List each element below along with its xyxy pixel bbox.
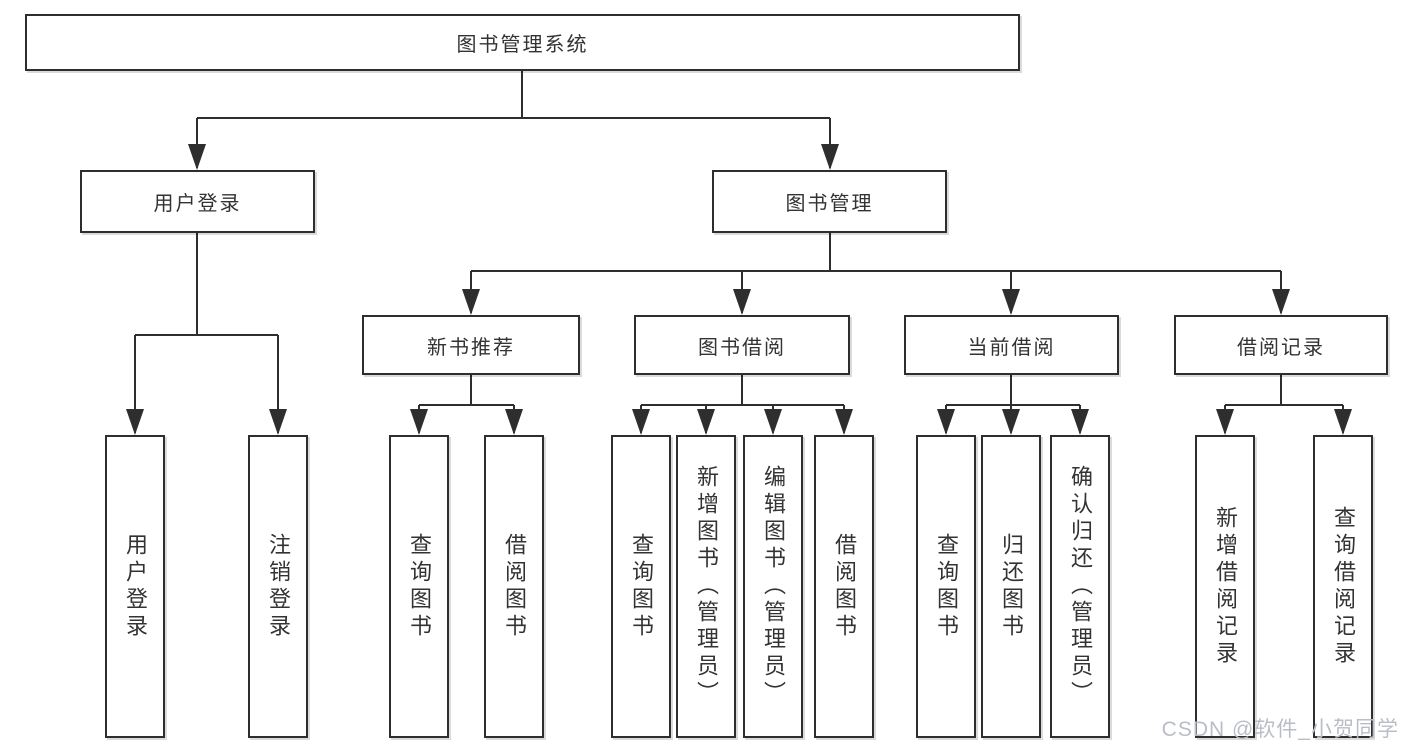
leaf-borrow-books-recommend: 借阅图书: [484, 435, 544, 738]
leaf-add-borrow-record: 新增借阅记录: [1195, 435, 1255, 738]
node-user-login: 用户登录: [80, 170, 315, 233]
leaf-query-books-borrow: 查询图书: [611, 435, 671, 738]
node-borrow-records: 借阅记录: [1174, 315, 1388, 375]
leaf-query-books-current: 查询图书: [916, 435, 976, 738]
leaf-return-books: 归还图书: [981, 435, 1041, 738]
node-current-borrowing: 当前借阅: [904, 315, 1119, 375]
leaf-user-login: 用户登录: [105, 435, 165, 738]
leaf-logout: 注销登录: [248, 435, 308, 738]
leaf-add-books-admin: 新增图书（管理员）: [676, 435, 736, 738]
leaf-query-books-recommend: 查询图书: [389, 435, 449, 738]
csdn-watermark: CSDN @软件_小贺同学: [1161, 718, 1399, 741]
leaf-borrow-books: 借阅图书: [814, 435, 874, 738]
node-book-borrowing: 图书借阅: [634, 315, 850, 375]
node-new-book-recommend: 新书推荐: [362, 315, 580, 375]
leaf-query-borrow-record: 查询借阅记录: [1313, 435, 1373, 738]
leaf-edit-books-admin: 编辑图书（管理员）: [743, 435, 803, 738]
leaf-confirm-return-admin: 确认归还（管理员）: [1050, 435, 1110, 738]
node-library-management-system: 图书管理系统: [25, 14, 1020, 71]
node-book-management: 图书管理: [712, 170, 947, 233]
